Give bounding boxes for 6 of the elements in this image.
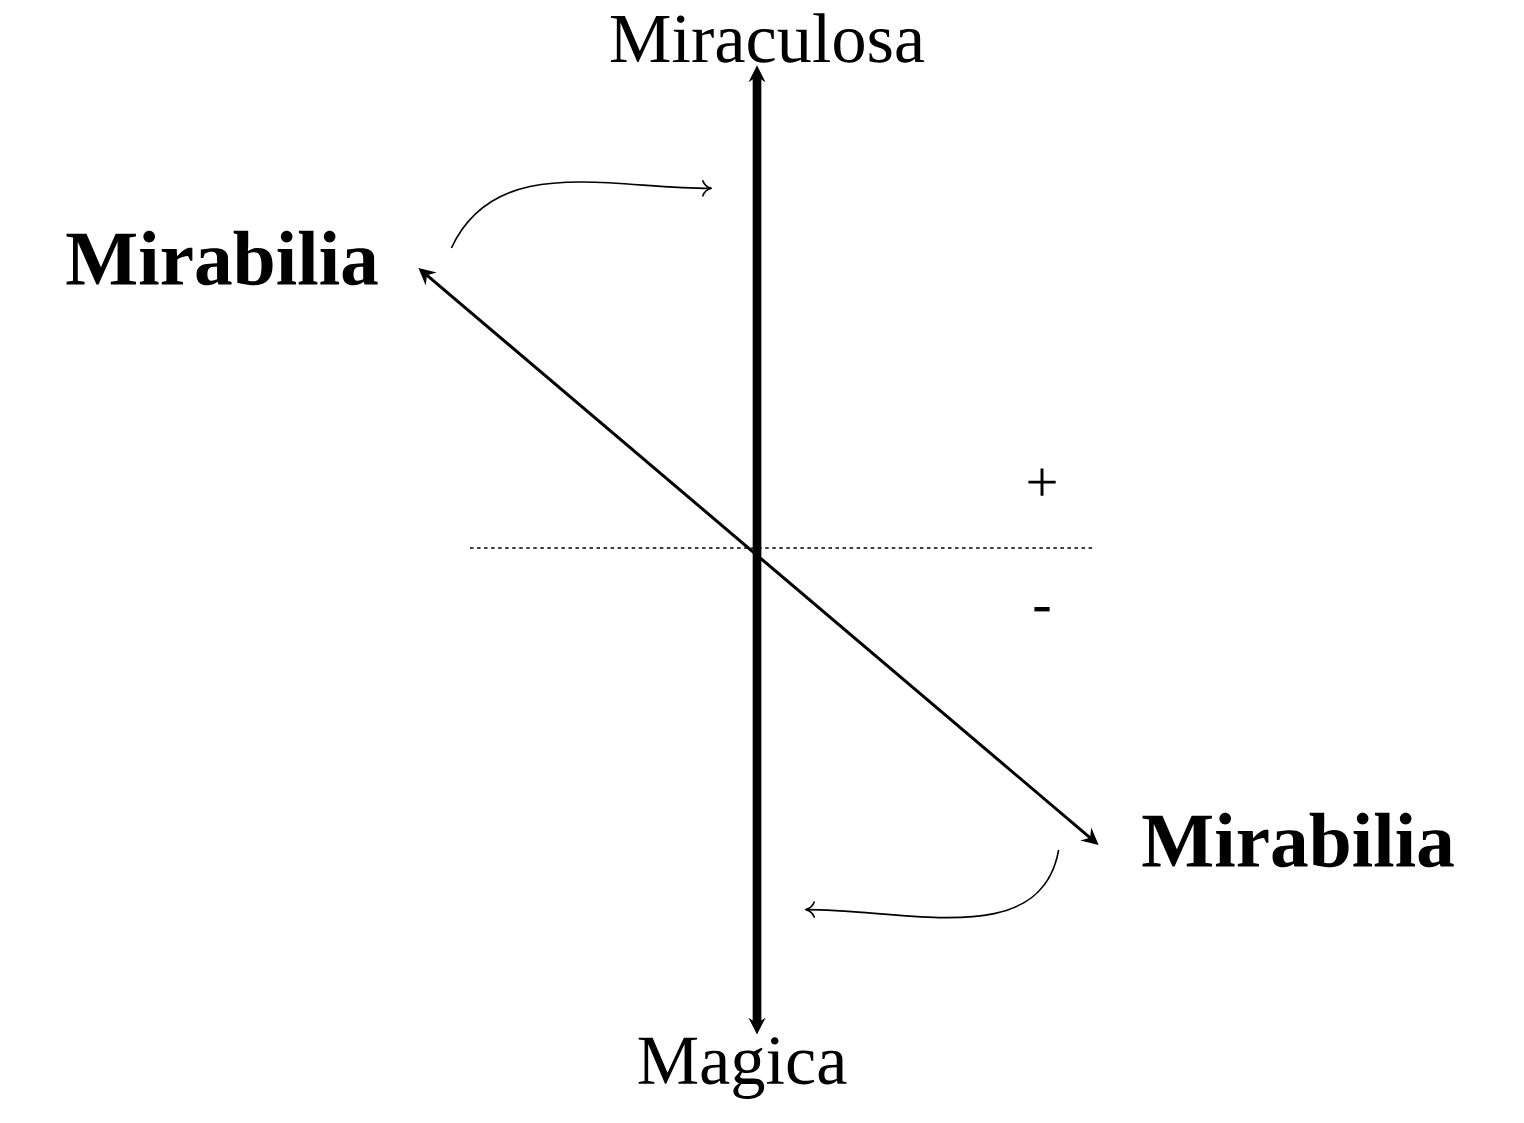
- sign-label: -: [1034, 607, 1050, 612]
- word-label: Miraculosa: [610, 13, 925, 63]
- sign-label: +: [1028, 468, 1056, 496]
- word-label: Magica: [638, 1037, 847, 1099]
- word-label: Mirabilia: [1142, 812, 1454, 868]
- word-label: Mirabilia: [66, 230, 378, 286]
